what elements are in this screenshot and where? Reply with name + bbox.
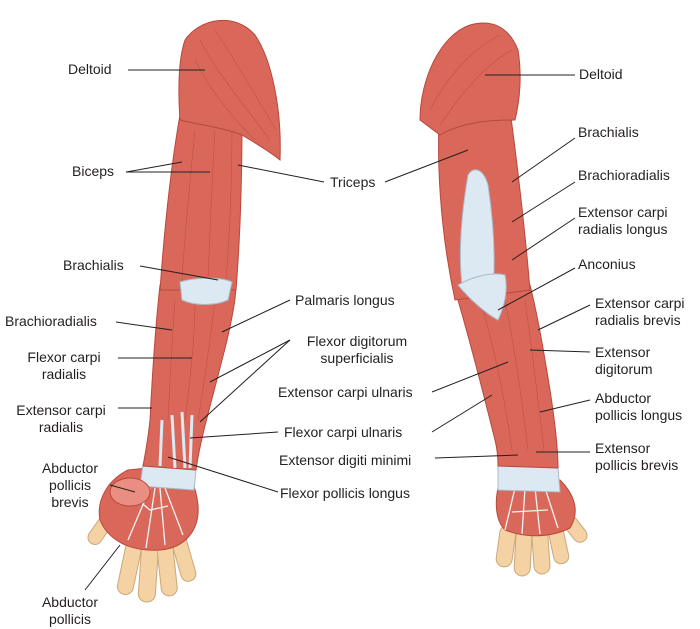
left-elbow-tendon [179, 277, 233, 305]
left-forearm [142, 284, 237, 471]
label-extensor-carpi-ulnaris: Extensor carpi ulnaris [278, 384, 413, 400]
label-deltoid-left: Deltoid [68, 61, 112, 77]
label-brachialis-left: Brachialis [63, 257, 124, 273]
label-biceps: Biceps [72, 163, 115, 179]
label-anconius: Anconius [578, 256, 636, 272]
left-palm-tendons [127, 487, 184, 549]
label-brachioradialis-right: Brachioradialis [578, 167, 670, 183]
left-upper-arm [159, 114, 243, 291]
label-extensor-pollicis-brevis: Extensor pollicis brevis [595, 440, 679, 473]
label-flexor-digitorum-superficialis: Flexor digitorum superficialis [306, 333, 408, 366]
label-flexor-carpi-ulnaris: Flexor carpi ulnaris [284, 424, 403, 440]
right-hand-tendons [504, 487, 559, 535]
label-deltoid-right: Deltoid [579, 66, 623, 82]
right-arm-posterior [419, 22, 588, 577]
label-brachialis-right: Brachialis [578, 124, 639, 140]
label-extensor-carpi-radialis-left: Extensor carpi radialis [16, 402, 106, 435]
label-brachioradialis-left: Brachioradialis [5, 313, 97, 329]
label-flexor-carpi-radialis: Flexor carpi radialis [27, 349, 101, 382]
label-flexor-pollicis-longus: Flexor pollicis longus [280, 485, 410, 501]
label-triceps: Triceps [330, 174, 376, 190]
right-wrist-band [497, 464, 561, 493]
label-abductor-pollicis: Abductor pollicis [41, 594, 99, 627]
label-extensor-digiti-minimi: Extensor digiti minimi [279, 452, 412, 468]
label-palmaris-longus: Palmaris longus [295, 292, 395, 308]
right-forearm [454, 284, 559, 469]
label-extensor-carpi-radialis-longus: Extensor carpi radialis longus [578, 204, 668, 237]
left-arm-anterior [87, 19, 281, 603]
label-extensor-digitorum: Extensor digitorum [595, 344, 653, 377]
right-deltoid [419, 22, 521, 136]
label-abductor-pollicis-brevis: Abductor pollicis brevis [41, 460, 99, 510]
label-extensor-carpi-radialis-brevis: Extensor carpi radialis brevis [595, 295, 685, 328]
leader-lines [84, 69, 591, 591]
label-abductor-pollicis-longus: Abductor pollicis longus [595, 390, 683, 423]
left-deltoid [178, 19, 281, 162]
